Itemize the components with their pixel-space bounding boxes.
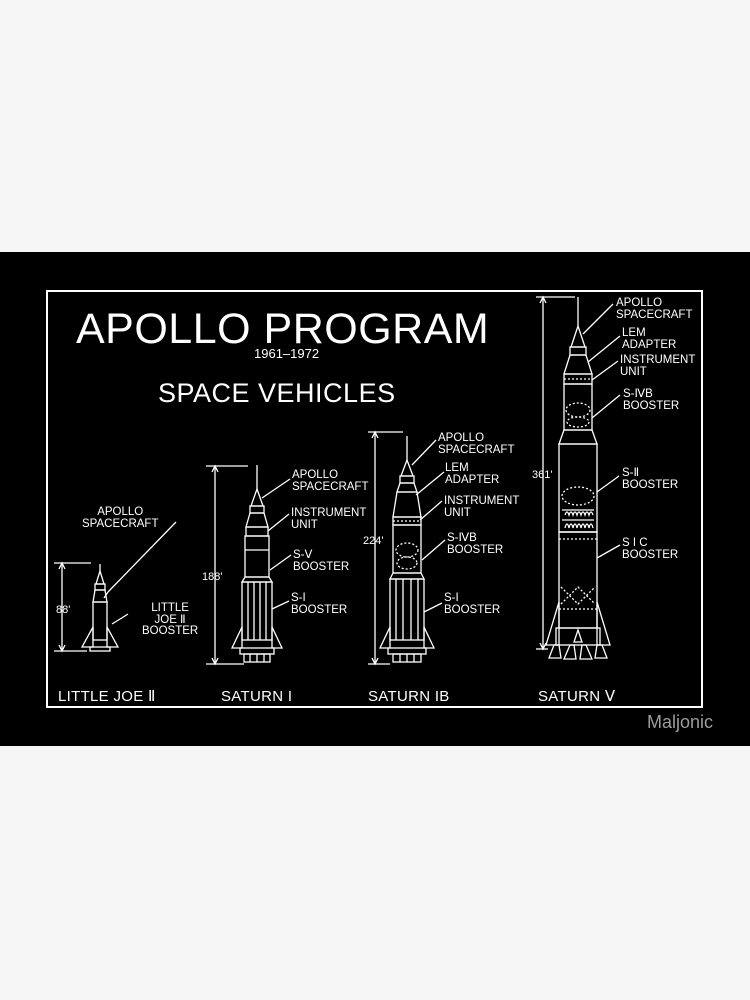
s1-label-s4: S-Ⅴ BOOSTER: [293, 549, 350, 573]
s1-label-spacecraft: APOLLO SPACECRAFT: [292, 469, 369, 493]
s1b-name: SATURN IB: [368, 688, 450, 705]
s1-name: SATURN I: [221, 688, 293, 705]
lj2-leaders: [103, 521, 177, 625]
s1b-leaders: [411, 439, 446, 613]
s1-leaders: [261, 478, 292, 610]
s1-label-instrument: INSTRUMENT UNIT: [291, 507, 367, 531]
s1-dimension: [206, 464, 248, 666]
poster-title: APOLLO PROGRAM: [76, 305, 490, 353]
lj2-rocket-drawing: [80, 564, 120, 652]
s5-label-s1c: S I C BOOSTER: [622, 537, 679, 561]
poster-subtitle: SPACE VEHICLES: [158, 378, 396, 408]
s1-rocket-drawing: [230, 465, 284, 663]
s5-label-instrument: INSTRUMENT UNIT: [620, 354, 696, 378]
watermark: Maljonic: [647, 712, 714, 732]
lj2-name: LITTLE JOE Ⅱ: [58, 688, 156, 705]
s5-label-spacecraft: APOLLO SPACECRAFT: [616, 297, 693, 321]
poster-years: 1961–1972: [254, 346, 320, 361]
s5-height: 361': [532, 469, 553, 481]
s5-dimension: [536, 295, 575, 651]
rocket-drawings: [54, 295, 621, 666]
s1b-dimension: [368, 430, 403, 666]
s5-label-lem: LEM ADAPTER: [622, 327, 677, 351]
s1-label-s1: S-I BOOSTER: [291, 592, 348, 616]
lj2-dimension: [54, 561, 91, 653]
s1b-label-lem: LEM ADAPTER: [445, 462, 500, 486]
poster: APOLLO PROGRAM 1961–1972 SPACE VEHICLES …: [0, 252, 750, 746]
s5-rocket-drawing: [545, 297, 611, 660]
lj2-height: 88': [56, 604, 71, 616]
s1b-label-s4b: S-ⅣB BOOSTER: [447, 532, 504, 556]
s1b-height: 224': [363, 535, 384, 547]
s5-label-s2: S-Ⅱ BOOSTER: [622, 467, 679, 491]
s5-leaders: [582, 303, 621, 559]
s1-height: 188': [202, 571, 223, 583]
s1b-label-s1: S-I BOOSTER: [444, 592, 501, 616]
s1b-label-instrument: INSTRUMENT UNIT: [444, 495, 520, 519]
s5-label-s4b: S-ⅣB BOOSTER: [623, 388, 680, 412]
s1b-label-spacecraft: APOLLO SPACECRAFT: [438, 432, 515, 456]
s1b-rocket-drawing: [378, 436, 436, 663]
lj2-label-spacecraft: APOLLO SPACECRAFT: [82, 506, 159, 530]
poster-frame: [46, 290, 703, 708]
s5-name: SATURN Ⅴ: [538, 688, 616, 705]
lj2-label-booster: LITTLE JOE Ⅱ BOOSTER: [142, 602, 199, 637]
